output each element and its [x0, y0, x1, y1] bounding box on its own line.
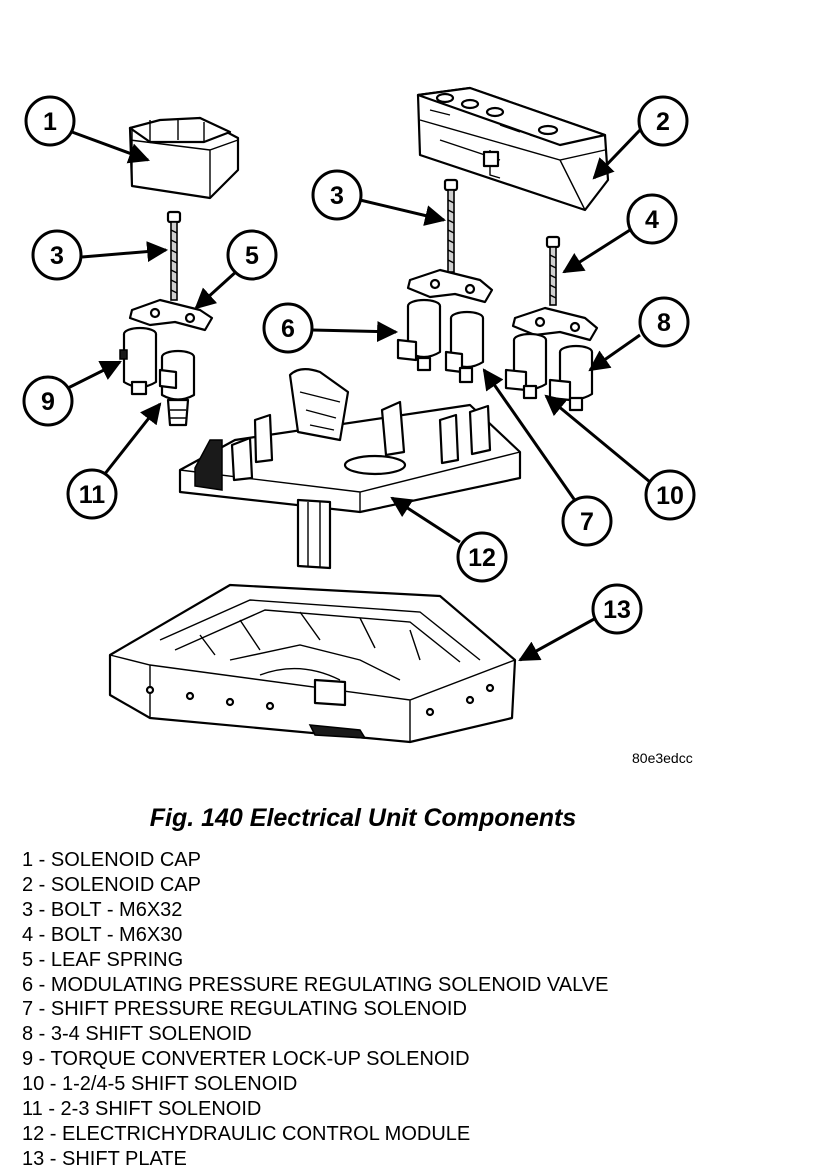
solenoid-7: [444, 310, 485, 384]
legend-item-5: 5 - LEAF SPRING: [22, 948, 184, 971]
legend-item-8: 8 - 3-4 SHIFT SOLENOID: [22, 1023, 252, 1046]
callout-7: 7: [561, 495, 613, 547]
legend-item-6: 6 - MODULATING PRESSURE REGULATING SOLEN…: [22, 973, 609, 996]
legend-item-13: 13 - SHIFT PLATE: [22, 1147, 187, 1170]
svg-text:3: 3: [50, 242, 64, 270]
callout-2: 2: [637, 95, 689, 147]
callout-3-middle: 3: [311, 169, 363, 221]
callout-5: 5: [226, 229, 278, 281]
callout-10: 10: [644, 469, 696, 521]
solenoid-cap-large: [416, 86, 610, 212]
callout-8: 8: [638, 296, 690, 348]
solenoid-8: [548, 344, 594, 412]
leaf-spring-left: [128, 298, 214, 332]
callout-1: 1: [24, 95, 76, 147]
svg-text:12: 12: [468, 544, 496, 572]
callout-6: 6: [262, 302, 314, 354]
control-module: [178, 368, 522, 570]
image-reference-code: 80e3edcc: [632, 750, 693, 766]
leaf-spring-right: [511, 306, 599, 342]
solenoid-6: [396, 298, 442, 372]
svg-text:2: 2: [656, 108, 670, 136]
figure-caption: Fig. 140 Electrical Unit Components: [149, 804, 577, 832]
svg-text:1: 1: [43, 108, 57, 136]
legend-item-3: 3 - BOLT - M6X32: [22, 898, 183, 921]
callout-9: 9: [22, 375, 74, 427]
parts-legend: 1 - SOLENOID CAP 2 - SOLENOID CAP 3 - BO…: [22, 848, 608, 1172]
svg-text:13: 13: [603, 596, 631, 624]
leaf-spring-middle: [406, 268, 494, 304]
leader-arrows: [67, 128, 651, 662]
svg-text:8: 8: [657, 309, 671, 337]
callout-3-left: 3: [31, 229, 83, 281]
legend-item-1: 1 - SOLENOID CAP: [22, 849, 201, 871]
callout-13: 13: [591, 583, 643, 635]
shift-plate: [108, 583, 517, 744]
svg-text:11: 11: [79, 481, 106, 509]
legend-item-12: 12 - ELECTRICHYDRAULIC CONTROL MODULE: [22, 1122, 471, 1145]
solenoid-9: [119, 326, 158, 396]
svg-text:10: 10: [656, 482, 684, 510]
bolt-middle: [443, 178, 459, 273]
callout-11: 11: [66, 468, 118, 520]
callout-4: 4: [626, 193, 678, 245]
legend-item-2: 2 - SOLENOID CAP: [22, 873, 201, 896]
svg-text:9: 9: [41, 388, 55, 416]
solenoid-11: [158, 349, 196, 427]
legend-item-4: 4 - BOLT - M6X30: [22, 923, 183, 946]
solenoid-10: [504, 332, 548, 400]
callout-12: 12: [456, 531, 508, 583]
legend-item-11: 11 - 2-3 SHIFT SOLENOID: [22, 1098, 262, 1121]
legend-item-10: 10 - 1-2/4-5 SHIFT SOLENOID: [22, 1073, 298, 1096]
svg-text:5: 5: [245, 242, 259, 270]
svg-text:4: 4: [645, 206, 659, 234]
solenoid-cap-small: [128, 116, 240, 200]
svg-text:6: 6: [281, 315, 295, 343]
svg-text:7: 7: [580, 508, 594, 536]
svg-text:3: 3: [330, 182, 344, 210]
bolt-right: [545, 235, 561, 306]
legend-item-7: 7 - SHIFT PRESSURE REGULATING SOLENOID: [22, 998, 467, 1021]
exploded-parts-diagram: 1 2 3 3 4 5 6 7 8 9 10 11: [22, 86, 696, 744]
bolt-left: [166, 210, 182, 301]
legend-item-9: 9 - TORQUE CONVERTER LOCK-UP SOLENOID: [22, 1048, 470, 1071]
